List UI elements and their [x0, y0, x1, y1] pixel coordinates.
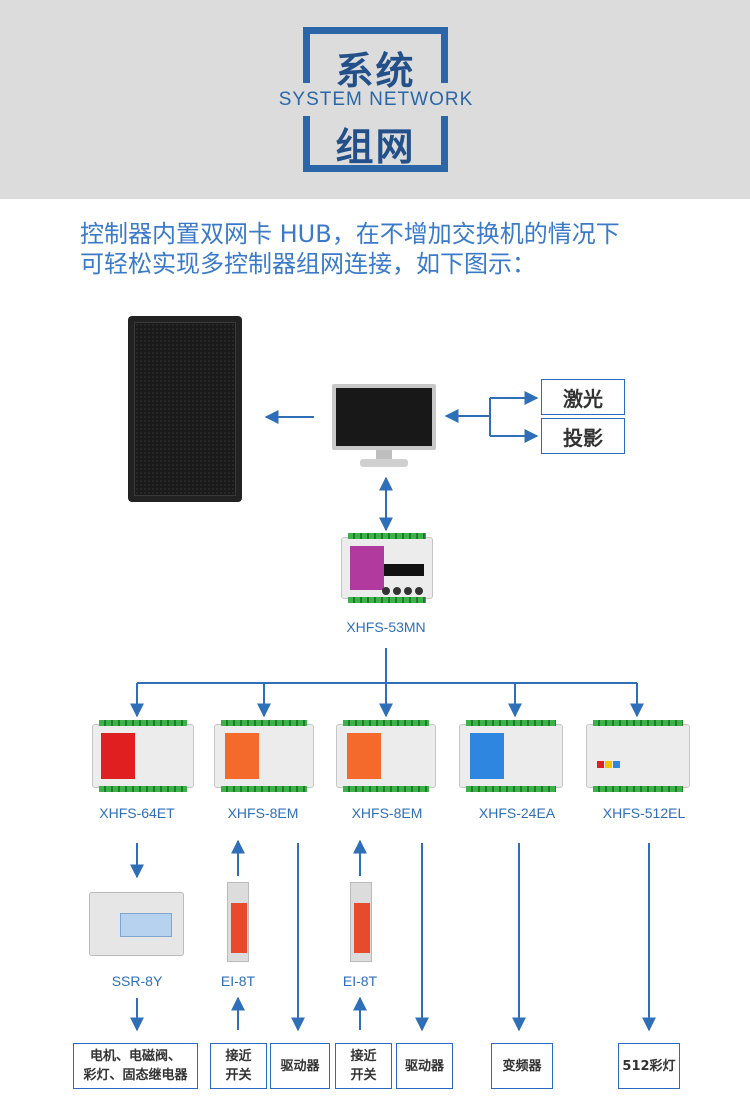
- motor-box-line-1: 电机、电磁阀、: [89, 1049, 181, 1064]
- proximity-switch-2-line-2: 开关: [350, 1068, 377, 1083]
- controller-64et-device: [92, 720, 194, 792]
- ei-8t-device-2: [350, 882, 372, 962]
- motor-box-line-2: 彩灯、固态继电器: [83, 1068, 188, 1083]
- intro-line-2: 可轻松实现多控制器组网连接，如下图示：: [80, 250, 536, 278]
- title-frame: [303, 27, 448, 172]
- controller-label-4: XHFS-24EA: [478, 805, 556, 821]
- ssr-8y-device: [89, 892, 184, 956]
- controller-8em-device-2: [336, 720, 436, 792]
- ssr-8y-label: SSR-8Y: [111, 973, 163, 989]
- dmx-light-box: 512彩灯: [618, 1043, 680, 1089]
- speaker-icon: [128, 316, 242, 502]
- driver-box-1: 驱动器: [270, 1043, 330, 1089]
- laser-box: 激光: [541, 379, 625, 415]
- ei-8t-label-1: EI-8T: [220, 973, 256, 989]
- proximity-switch-1-line-1: 接近: [225, 1049, 252, 1064]
- controller-label-5: XHFS-512EL: [602, 805, 686, 821]
- controller-8em-device-1: [214, 720, 314, 792]
- title-en: SYSTEM NETWORK: [260, 89, 492, 111]
- controller-label-1: XHFS-64ET: [99, 805, 175, 821]
- title-cn-bottom: 组网: [335, 125, 416, 169]
- proximity-switch-2-line-1: 接近: [350, 1049, 377, 1064]
- ei-8t-label-2: EI-8T: [342, 973, 378, 989]
- monitor-icon: [332, 384, 436, 469]
- controller-53mn-label: XHFS-53MN: [346, 619, 426, 635]
- projection-box: 投影: [541, 418, 625, 454]
- driver-box-2: 驱动器: [396, 1043, 453, 1089]
- controller-512el-device: [586, 720, 690, 792]
- intro-line-1: 控制器内置双网卡 HUB，在不增加交换机的情况下: [80, 220, 620, 248]
- inverter-box: 变频器: [491, 1043, 553, 1089]
- proximity-switch-1-line-2: 开关: [225, 1068, 252, 1083]
- controller-53mn-device: [341, 533, 433, 603]
- proximity-switch-box-2: 接近 开关: [335, 1043, 392, 1089]
- controller-label-2: XHFS-8EM: [227, 805, 299, 821]
- title-cn-top: 系统: [335, 49, 416, 93]
- motor-valve-lamp-relay-box: 电机、电磁阀、 彩灯、固态继电器: [73, 1043, 198, 1089]
- controller-24ea-device: [459, 720, 563, 792]
- proximity-switch-box-1: 接近 开关: [210, 1043, 267, 1089]
- ei-8t-device-1: [227, 882, 249, 962]
- controller-label-3: XHFS-8EM: [351, 805, 423, 821]
